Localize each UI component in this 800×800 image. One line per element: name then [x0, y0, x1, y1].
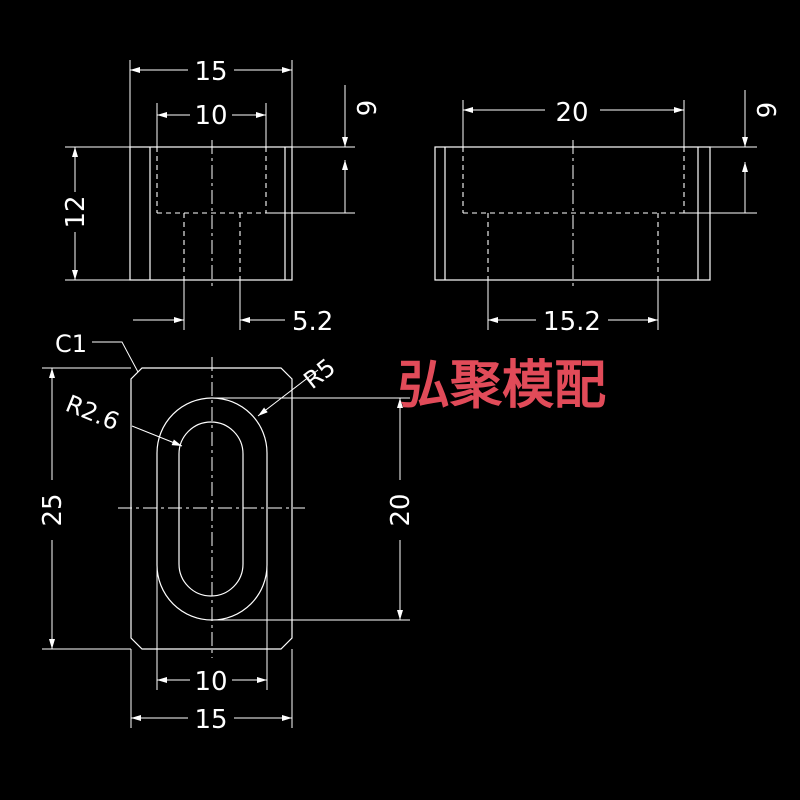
top-inner-width-dim: 10 — [194, 667, 227, 697]
outer-radius-label: R5 — [298, 353, 340, 395]
top-view — [118, 357, 305, 658]
front-slot-dim: 5.2 — [292, 307, 333, 337]
top-length-dim: 25 — [38, 493, 68, 526]
front-width-dim: 15 — [194, 57, 227, 87]
side-depth-dim: 6 — [750, 102, 780, 119]
front-depth-dim: 6 — [350, 100, 380, 117]
front-view — [129, 140, 293, 290]
top-dimensions: C1 R5 R2.6 25 20 10 15 — [38, 330, 416, 735]
side-slot-dim: 15.2 — [543, 307, 601, 337]
inner-radius-label: R2.6 — [62, 390, 123, 437]
top-slot-length-dim: 20 — [386, 493, 416, 526]
front-height-dim: 12 — [61, 195, 91, 228]
watermark-text: 弘聚模配 — [398, 356, 606, 416]
side-width-dim: 20 — [555, 98, 588, 128]
side-view — [434, 140, 711, 290]
top-width-dim: 15 — [194, 705, 227, 735]
front-dimensions: 15 10 6 12 5.2 — [61, 57, 380, 337]
top-outline — [130, 367, 293, 650]
front-inner-width-dim: 10 — [194, 101, 227, 131]
inner-slot — [178, 421, 244, 597]
chamfer-label: C1 — [55, 330, 87, 358]
side-dimensions: 20 6 15.2 — [462, 90, 780, 337]
